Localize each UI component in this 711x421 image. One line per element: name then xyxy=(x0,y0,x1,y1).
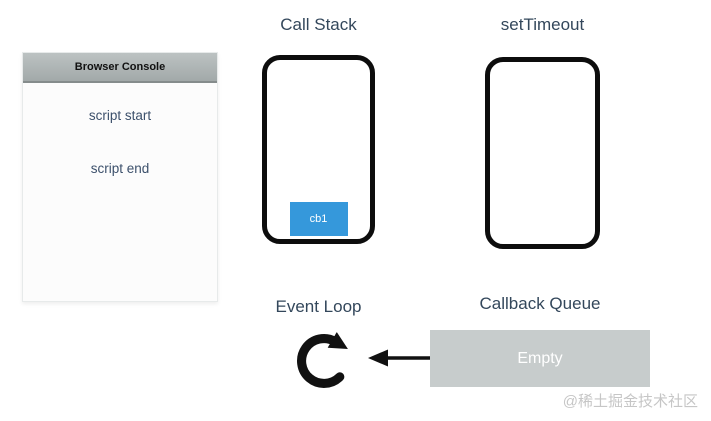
callback-queue-status: Empty xyxy=(517,349,563,367)
browser-console-title: Browser Console xyxy=(74,61,166,73)
callback-queue-box: Empty xyxy=(430,330,650,387)
event-loop-cycle-icon xyxy=(297,331,348,388)
event-loop-title: Event Loop xyxy=(275,297,362,316)
console-log-line: script start xyxy=(88,108,152,123)
browser-console-body: script start script end xyxy=(23,83,217,176)
browser-console-panel: Browser Console script start script end xyxy=(22,52,218,302)
settimeout-container xyxy=(485,57,600,249)
console-log-line: script end xyxy=(90,161,150,176)
browser-console-header: Browser Console xyxy=(23,53,217,83)
stack-frame-cb1: cb1 xyxy=(289,202,348,236)
queue-to-loop-arrow-icon xyxy=(368,349,434,367)
callback-queue-title: Callback Queue xyxy=(479,294,601,313)
settimeout-title: setTimeout xyxy=(500,15,585,34)
call-stack-title: Call Stack xyxy=(280,15,357,34)
watermark: @稀土掘金技术社区 xyxy=(562,393,698,410)
call-stack-container: cb1 xyxy=(262,55,375,244)
